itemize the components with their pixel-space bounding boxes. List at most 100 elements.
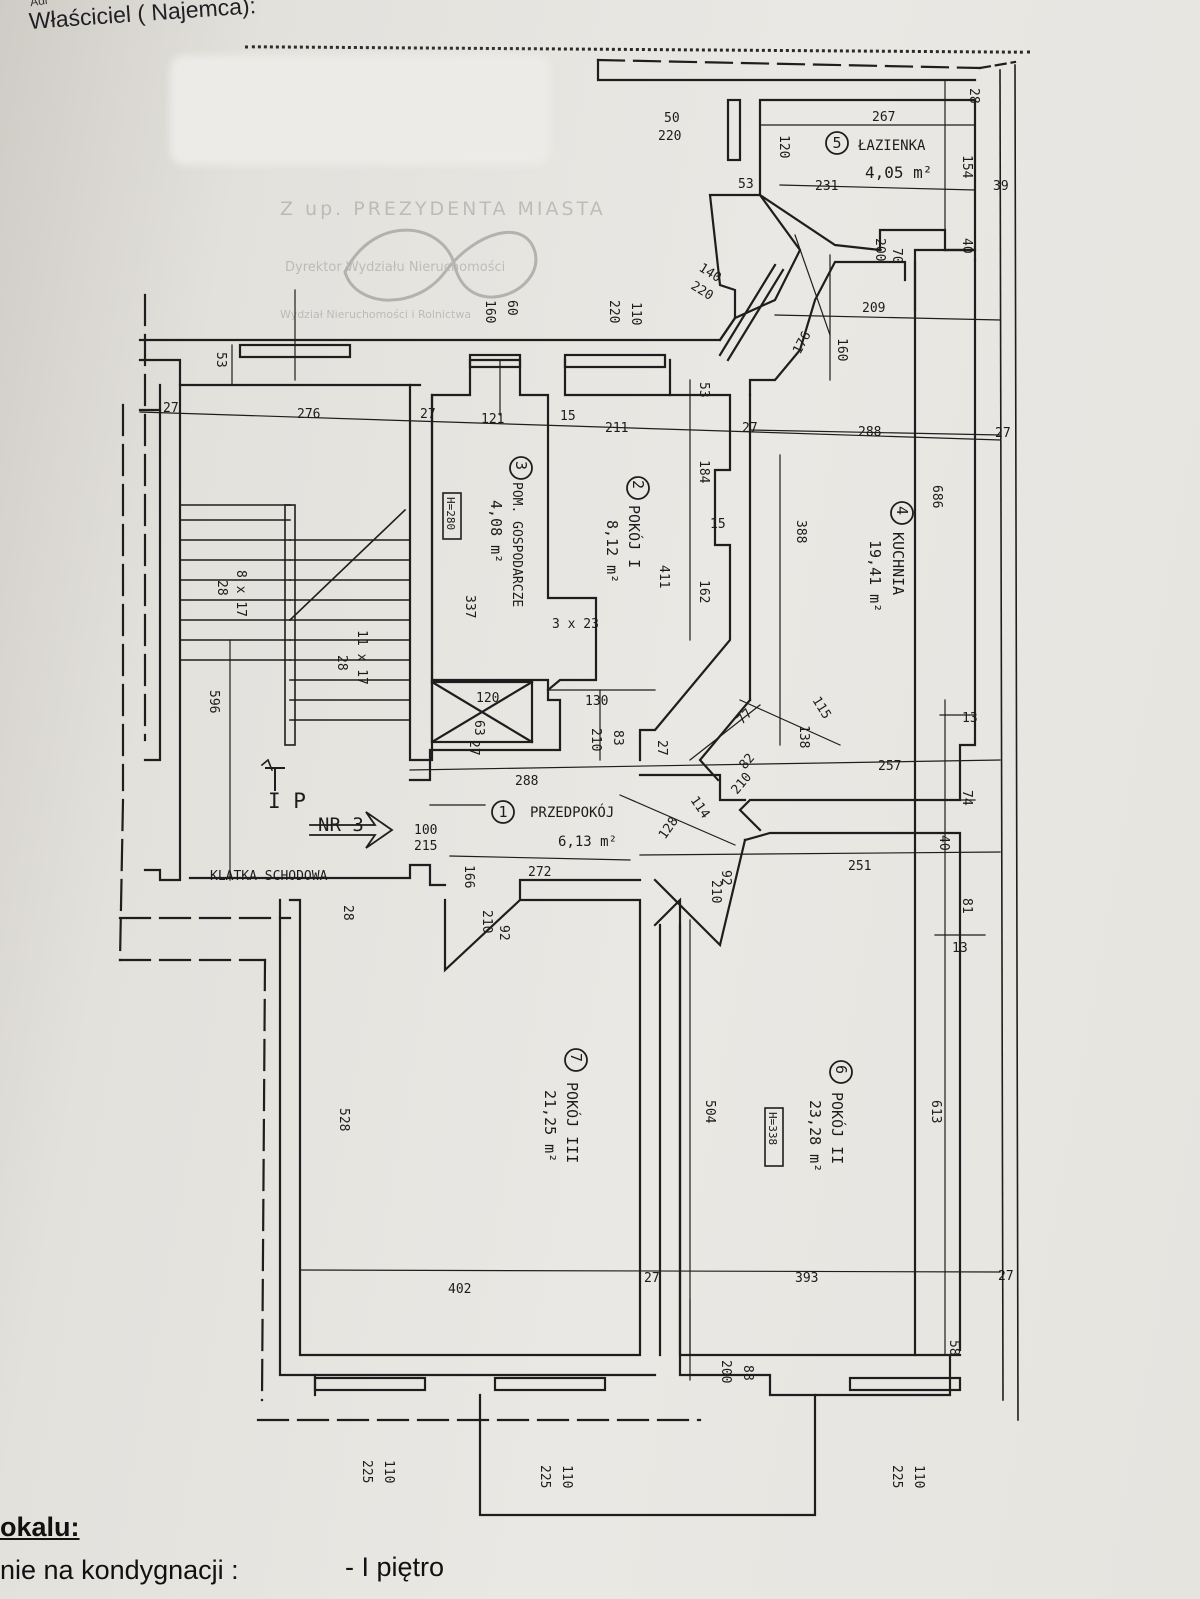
dim-50: 50 <box>664 111 680 126</box>
stair-label: KLATKA SCHODOWA <box>210 869 328 884</box>
dim-15a: 15 <box>560 409 576 424</box>
dim-210c: 210 <box>708 880 723 903</box>
dim-115: 115 <box>809 694 834 722</box>
dim-388: 388 <box>793 520 808 543</box>
room-6-number: 6 <box>832 1065 850 1074</box>
room-5-name: ŁAZIENKA <box>857 138 926 154</box>
dim-13b: 13 <box>952 941 968 956</box>
dim-74: 74 <box>959 790 974 806</box>
dim-257: 257 <box>878 759 901 774</box>
dim-393: 393 <box>795 1271 818 1286</box>
dim-225c: 225 <box>889 1465 904 1488</box>
dim-13a: 13 <box>962 711 978 726</box>
dim-184: 184 <box>696 460 711 484</box>
dim-288b: 288 <box>515 774 538 789</box>
dim-27e: 27 <box>466 740 481 756</box>
dim-215: 215 <box>414 839 437 854</box>
dim-53c: 53 <box>696 382 711 398</box>
dim-39: 39 <box>993 179 1009 194</box>
dim-3x23: 3 x 23 <box>552 617 599 632</box>
dim-27f: 27 <box>654 740 669 756</box>
dim-27g: 27 <box>644 1271 660 1286</box>
dim-130: 130 <box>585 694 608 709</box>
dim-200b: 200 <box>718 1360 733 1383</box>
stamp-signature <box>343 228 538 302</box>
stair-tread-a: 28 <box>214 580 229 596</box>
room-6-area: 23,28 m² <box>806 1100 824 1172</box>
dim-110b: 110 <box>381 1460 396 1483</box>
dim-220c: 220 <box>606 300 621 323</box>
dim-27a: 27 <box>163 401 179 416</box>
dim-53b: 53 <box>213 352 228 368</box>
dim-160a: 160 <box>834 338 849 361</box>
room-1-number: 1 <box>498 803 507 821</box>
stair-run-a: 8 x 17 <box>233 570 248 617</box>
dim-337: 337 <box>462 595 477 618</box>
dim-28a: 28 <box>966 88 981 104</box>
dim-53a: 53 <box>738 177 754 192</box>
footer-kondygnacja-value: - I piętro <box>345 1552 445 1582</box>
dim-138: 138 <box>796 725 811 748</box>
room-3-number: 3 <box>512 461 530 470</box>
stamp-line-3: Wydział Nieruchomości i Rolnictwa <box>280 308 472 321</box>
room-7-area: 21,25 m² <box>541 1090 559 1162</box>
dim-40b: 40 <box>936 835 951 851</box>
dim-251: 251 <box>848 859 871 874</box>
stamp-line-2: Dyrektor Wydziału Nieruchomości <box>285 260 506 275</box>
dim-225a: 225 <box>359 1460 374 1483</box>
room-3-name: POM. GOSPODARCZE <box>509 482 524 607</box>
dim-267: 267 <box>872 110 895 125</box>
stamp-line-1: Z up. PREZYDENTA MIASTA <box>280 198 606 220</box>
room-7-number: 7 <box>567 1053 585 1062</box>
redacted-area <box>170 55 550 165</box>
dim-27h: 27 <box>998 1269 1014 1284</box>
dim-77: 77 <box>734 706 756 728</box>
dim-92a: 92 <box>718 870 733 886</box>
dim-110d: 110 <box>911 1465 926 1488</box>
dim-120b: 120 <box>476 691 499 706</box>
dim-210d: 210 <box>479 910 494 933</box>
room-2-name: POKÓJ I <box>625 505 644 568</box>
dim-81: 81 <box>959 898 974 914</box>
footer-kondygnacja-label: nie na kondygnacji : <box>0 1555 239 1585</box>
dim-528: 528 <box>336 1108 351 1131</box>
dim-114: 114 <box>687 794 713 822</box>
dim-15b: 15 <box>710 517 726 532</box>
room-4-number: 4 <box>893 506 911 515</box>
dim-40a: 40 <box>959 238 974 254</box>
dim-613: 613 <box>928 1100 943 1123</box>
dim-92b: 92 <box>496 925 511 941</box>
dim-110a: 110 <box>628 302 643 325</box>
room-2-number: 2 <box>629 480 647 489</box>
room-1-name: PRZEDPOKÓJ <box>530 803 614 821</box>
dim-288a: 288 <box>858 425 881 440</box>
dim-200a: 200 <box>872 238 887 261</box>
dim-83: 83 <box>610 730 625 746</box>
dim-686: 686 <box>929 485 944 508</box>
dim-128: 128 <box>656 814 682 842</box>
dim-209: 209 <box>862 301 885 316</box>
dim-272: 272 <box>528 865 551 880</box>
dim-70: 70 <box>889 248 904 264</box>
room-2-area: 8,12 m² <box>603 520 621 583</box>
dim-210a: 210 <box>588 728 603 751</box>
dim-176: 176 <box>790 329 814 357</box>
room-4-area: 19,41 m² <box>866 540 884 612</box>
dim-162: 162 <box>696 580 711 603</box>
dim-220a: 220 <box>658 129 681 144</box>
dim-231: 231 <box>815 179 838 194</box>
dim-100: 100 <box>414 823 437 838</box>
unit-label: NR 3 <box>318 814 364 836</box>
dim-211: 211 <box>605 421 628 436</box>
footer-lokal-label: okalu: <box>0 1512 80 1542</box>
stair-run-b: 11 x 17 <box>354 630 369 685</box>
dim-225b: 225 <box>537 1465 552 1488</box>
room-6-name: POKÓJ II <box>828 1092 847 1164</box>
dim-160b: 160 <box>482 300 497 323</box>
dim-402: 402 <box>448 1282 471 1297</box>
room-3-area: 4,08 m² <box>487 500 505 563</box>
dim-28b: 28 <box>340 905 355 921</box>
height-a: H=280 <box>444 497 457 530</box>
dim-88: 88 <box>740 1365 755 1381</box>
